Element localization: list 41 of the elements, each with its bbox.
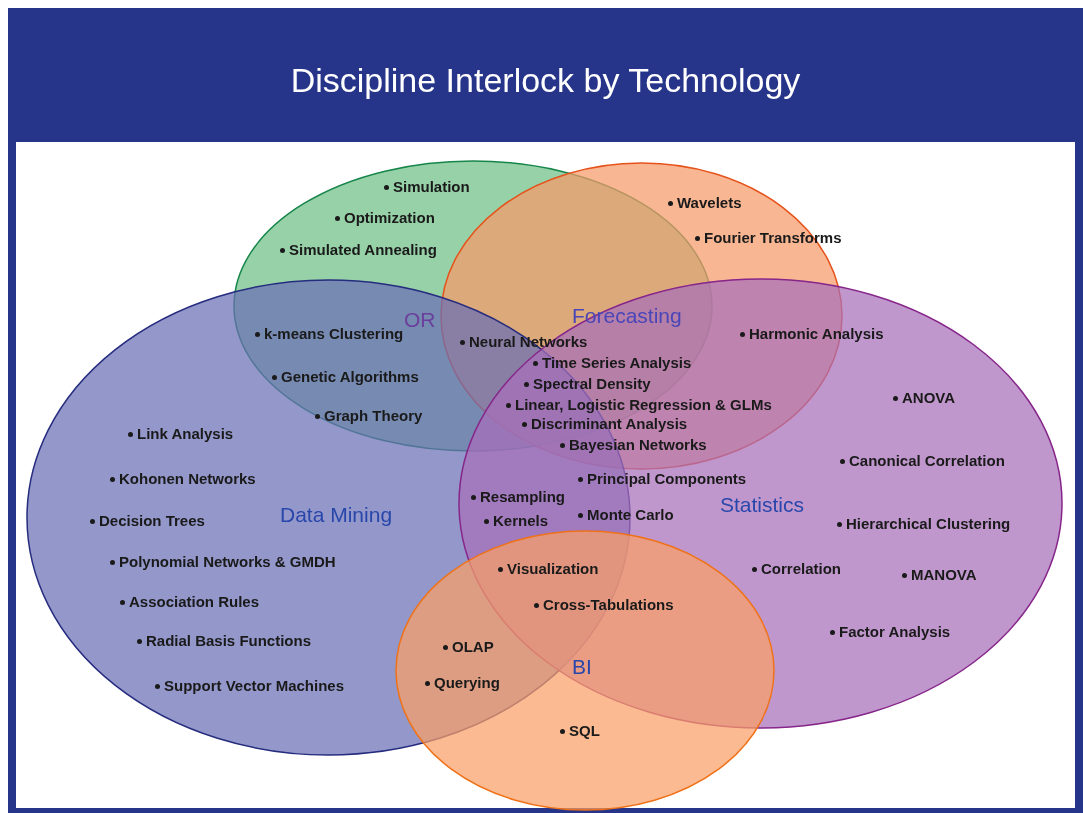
technique-item: Time Series Analysis: [533, 354, 692, 372]
technique-item: ANOVA: [893, 389, 956, 407]
technique-item: Optimization: [335, 209, 435, 227]
set-label: Data Mining: [280, 502, 393, 528]
technique-item: Visualization: [498, 560, 599, 578]
technique-item: Harmonic Analysis: [740, 325, 884, 343]
technique-item: Linear, Logistic Regression & GLMs: [506, 396, 772, 414]
technique-item: Factor Analysis: [830, 623, 951, 641]
technique-item: MANOVA: [902, 566, 977, 584]
technique-item: Graph Theory: [315, 407, 423, 425]
technique-item: Decision Trees: [90, 512, 205, 530]
technique-item: Canonical Correlation: [840, 452, 1005, 470]
technique-item: Kohonen Networks: [110, 470, 256, 488]
technique-item: Simulated Annealing: [280, 241, 437, 259]
technique-item: Radial Basis Functions: [137, 632, 312, 650]
diagram-title: Discipline Interlock by Technology: [289, 60, 802, 101]
technique-item: Genetic Algorithms: [272, 368, 419, 386]
technique-item: Monte Carlo: [578, 506, 674, 524]
set-label: BI: [572, 654, 592, 680]
technique-item: Support Vector Machines: [155, 677, 345, 695]
technique-item: Bayesian Networks: [560, 436, 707, 454]
technique-item: Wavelets: [668, 194, 742, 212]
technique-item: Correlation: [752, 560, 841, 578]
technique-item: SQL: [560, 722, 600, 740]
set-label: Statistics: [720, 492, 805, 518]
set-label: OR: [404, 307, 436, 333]
technique-item: Principal Components: [578, 470, 747, 488]
technique-item: Kernels: [484, 512, 549, 530]
technique-item: Polynomial Networks & GMDH: [110, 553, 336, 571]
technique-item: Discriminant Analysis: [522, 415, 688, 433]
technique-item: Fourier Transforms: [695, 229, 842, 247]
technique-item: Querying: [425, 674, 500, 692]
technique-item: Cross-Tabulations: [534, 596, 674, 614]
technique-item: Resampling: [471, 488, 566, 506]
technique-item: Spectral Density: [524, 375, 651, 393]
technique-item: k-means Clustering: [255, 325, 404, 343]
technique-item: Simulation: [384, 178, 470, 196]
technique-item: Link Analysis: [128, 425, 234, 443]
technique-item: Association Rules: [120, 593, 260, 611]
technique-item: Hierarchical Clustering: [837, 515, 1011, 533]
technique-item: OLAP: [443, 638, 494, 656]
